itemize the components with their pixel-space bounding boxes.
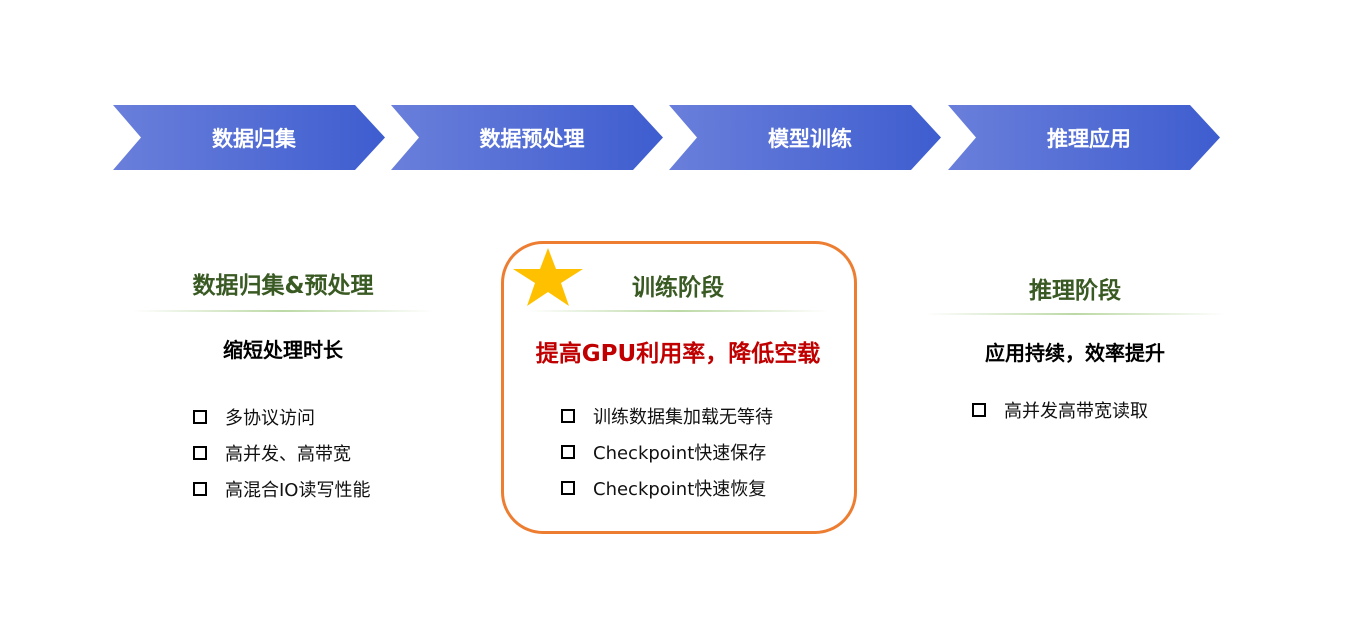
square-bullet-icon <box>193 446 207 460</box>
list-item: Checkpoint快速保存 <box>561 434 853 470</box>
item-text: 多协议访问 <box>225 408 315 429</box>
column-inference: 推理阶段 应用持续，效率提升 高并发高带宽读取 <box>925 271 1225 428</box>
star-icon <box>513 248 583 306</box>
step-label: 数据归集 <box>212 126 296 151</box>
column-collection: 数据归集&预处理 缩短处理时长 多协议访问 高并发、高带宽 高混合IO读写性能 <box>133 266 433 507</box>
item-text: Checkpoint快速恢复 <box>593 479 767 500</box>
step-label: 数据预处理 <box>479 126 585 151</box>
divider <box>133 310 433 312</box>
column-subtitle: 应用持续，效率提升 <box>985 341 1165 365</box>
list-item: 多协议访问 <box>193 399 433 435</box>
list-item: 高并发、高带宽 <box>193 435 433 471</box>
training-highlight-card <box>501 241 857 534</box>
column-title: 训练阶段 <box>632 275 724 301</box>
column-subtitle: 缩短处理时长 <box>223 338 343 362</box>
list-item: Checkpoint快速恢复 <box>561 470 853 506</box>
step-training: 模型训练 <box>669 105 941 170</box>
step-label: 推理应用 <box>1047 126 1131 151</box>
step-label: 模型训练 <box>768 126 852 151</box>
item-text: 高并发高带宽读取 <box>1004 401 1148 422</box>
divider <box>528 310 828 312</box>
item-text: 高并发、高带宽 <box>225 444 351 465</box>
column-title: 推理阶段 <box>1029 278 1121 304</box>
step-preprocessing: 数据预处理 <box>391 105 663 170</box>
column-subtitle: 提高GPU利用率，降低空载 <box>535 341 821 367</box>
divider <box>925 313 1225 315</box>
item-text: 高混合IO读写性能 <box>225 480 371 501</box>
list-item: 训练数据集加载无等待 <box>561 398 853 434</box>
square-bullet-icon <box>193 410 207 424</box>
step-data-collection: 数据归集 <box>113 105 385 170</box>
list-item: 高并发高带宽读取 <box>972 392 1225 428</box>
list-item: 高混合IO读写性能 <box>193 471 433 507</box>
column-title: 数据归集&预处理 <box>192 273 374 299</box>
square-bullet-icon <box>561 481 575 495</box>
column-training: 训练阶段 提高GPU利用率，降低空载 训练数据集加载无等待 Checkpoint… <box>503 268 853 506</box>
square-bullet-icon <box>972 403 986 417</box>
item-text: Checkpoint快速保存 <box>593 443 767 464</box>
step-inference: 推理应用 <box>948 105 1220 170</box>
square-bullet-icon <box>193 482 207 496</box>
item-text: 训练数据集加载无等待 <box>593 407 773 428</box>
square-bullet-icon <box>561 409 575 423</box>
square-bullet-icon <box>561 445 575 459</box>
